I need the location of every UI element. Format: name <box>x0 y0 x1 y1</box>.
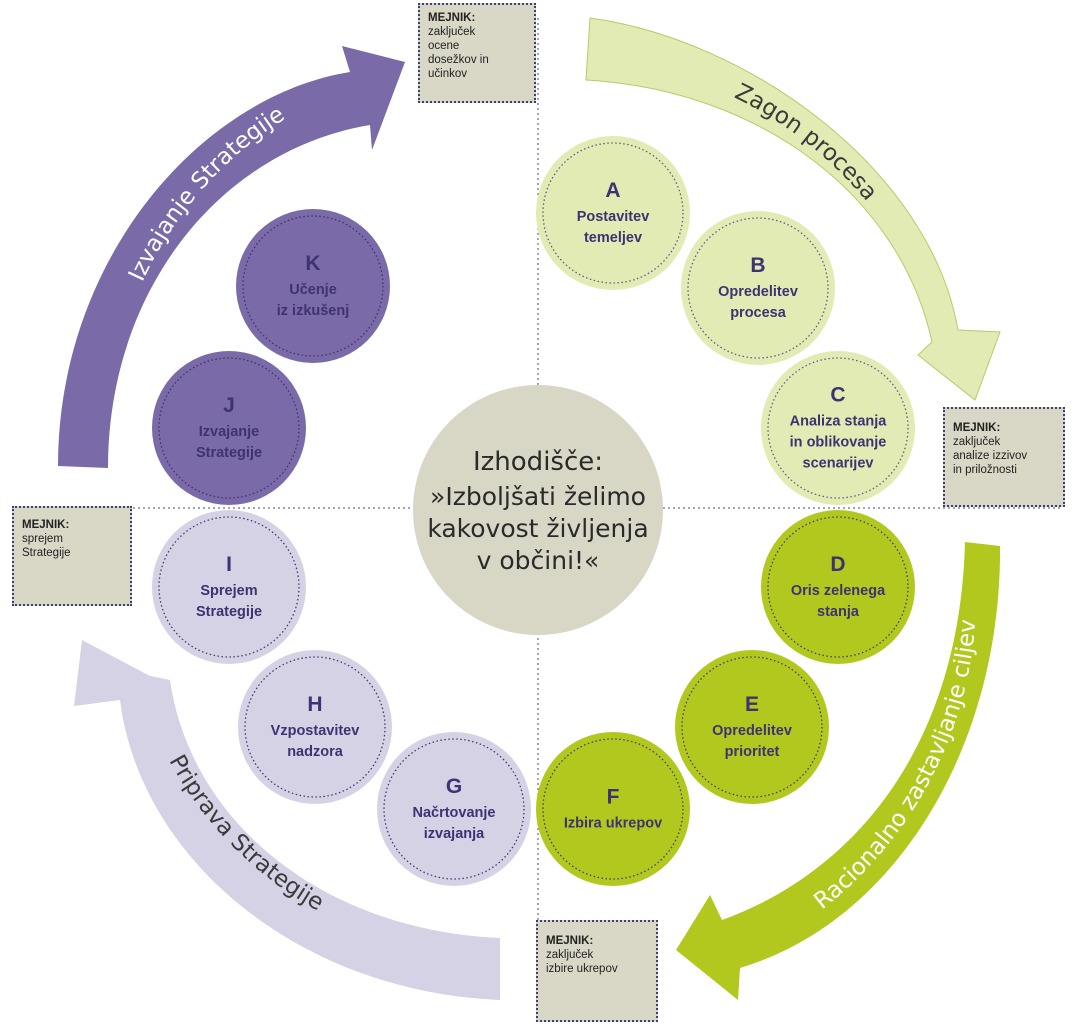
step-k-dotted-ring <box>242 215 384 357</box>
milestone-left-title: MEJNIK: <box>22 519 70 531</box>
step-c-label-2: in oblikovanje <box>790 435 887 451</box>
step-f-dotted-ring <box>542 738 684 880</box>
step-a: A Postavitev temeljev <box>536 136 690 290</box>
step-j-label-1: Izvajanje <box>199 424 259 440</box>
step-g: G Načrtovanje izvajanja <box>377 732 531 886</box>
step-e-dotted-ring <box>681 656 823 798</box>
milestone-right-title: MEJNIK: <box>953 422 1001 434</box>
step-j-circle <box>152 351 306 505</box>
step-d: D Oris zelenega stanja <box>761 510 915 664</box>
milestone-bottom-line-1: zaključek <box>546 949 594 961</box>
step-b-dotted-ring <box>687 217 829 359</box>
step-a-circle <box>536 136 690 290</box>
step-c: C Analiza stanja in oblikovanje scenarijev <box>761 351 915 505</box>
milestone-right-line-2: analize izzivov <box>953 450 1028 462</box>
step-a-label-1: Postavitev <box>577 209 650 225</box>
step-k-circle <box>236 209 390 363</box>
step-c-circle <box>761 351 915 505</box>
milestone-top-title: MEJNIK: <box>428 12 476 24</box>
step-k-label-1: Učenje <box>289 282 337 298</box>
step-h: H Vzpostavitev nadzora <box>238 650 392 804</box>
step-i-letter: I <box>226 553 232 576</box>
step-h-label-1: Vzpostavitev <box>271 723 360 739</box>
milestone-left-line-1: sprejem <box>22 533 63 545</box>
step-e-label-1: Opredelitev <box>712 723 792 739</box>
milestone-right-line-1: zaključek <box>953 436 1001 448</box>
step-k: K Učenje iz izkušenj <box>236 209 390 363</box>
step-d-label-2: stanja <box>817 604 860 620</box>
step-e-circle <box>675 650 829 804</box>
step-h-circle <box>238 650 392 804</box>
milestone-right-line-3: in priložnosti <box>953 464 1017 476</box>
step-i-label-1: Sprejem <box>200 583 257 599</box>
milestone-bottom: MEJNIK: zaključek izbire ukrepov <box>536 920 658 1022</box>
milestone-top-line-4: učinkov <box>428 68 467 80</box>
step-c-dotted-ring <box>767 357 909 499</box>
center-circle <box>413 385 663 635</box>
step-d-dotted-ring <box>767 516 909 658</box>
step-j-dotted-ring <box>158 357 300 499</box>
step-e: E Opredelitev prioritet <box>675 650 829 804</box>
step-g-dotted-ring <box>383 738 525 880</box>
step-f-circle <box>536 732 690 886</box>
step-b-label-2: procesa <box>730 305 787 321</box>
step-d-circle <box>761 510 915 664</box>
step-h-dotted-ring <box>244 656 386 798</box>
step-e-label-2: prioritet <box>725 744 780 760</box>
milestone-top-line-3: dosežkov in <box>428 54 489 66</box>
step-k-label-2: iz izkušenj <box>277 303 350 319</box>
step-k-letter: K <box>305 252 320 275</box>
step-c-label-1: Analiza stanja <box>790 414 888 430</box>
step-e-letter: E <box>745 693 759 716</box>
milestone-top-line-2: ocene <box>428 40 460 52</box>
step-h-letter: H <box>307 693 322 716</box>
step-a-letter: A <box>605 179 620 202</box>
step-a-dotted-ring <box>542 142 684 284</box>
step-g-circle <box>377 732 531 886</box>
step-g-letter: G <box>446 775 462 798</box>
step-i-circle <box>152 510 306 664</box>
step-d-label-1: Oris zelenega <box>791 583 886 599</box>
center-line-2: kakovost življenja <box>427 514 648 543</box>
step-b-letter: B <box>750 254 765 277</box>
milestone-bottom-line-2: izbire ukrepov <box>546 963 618 975</box>
milestone-bottom-title: MEJNIK: <box>546 935 594 947</box>
phase-arrow-priprava <box>74 640 500 1000</box>
steps-layer: APostavitevtemeljevBOpredelitevprocesaCA… <box>152 136 915 886</box>
step-b: B Opredelitev procesa <box>681 211 835 365</box>
milestone-right: MEJNIK: zaključek analize izzivov in pri… <box>943 407 1065 507</box>
milestone-left: MEJNIK: sprejem Strategije <box>12 506 132 606</box>
step-i-dotted-ring <box>158 516 300 658</box>
step-j-letter: J <box>223 394 235 417</box>
step-b-label-1: Opredelitev <box>718 284 798 300</box>
step-c-label-3: scenarijev <box>803 456 874 472</box>
step-f-label-1: Izbira ukrepov <box>564 816 662 832</box>
center-line-3: v občini!« <box>477 546 600 575</box>
step-d-letter: D <box>830 553 845 576</box>
milestone-top: MEJNIK: zaključek ocene dosežkov in učin… <box>418 3 536 103</box>
step-f-letter: F <box>607 786 620 809</box>
step-i-label-2: Strategije <box>196 604 262 620</box>
milestone-left-line-2: Strategije <box>22 547 71 559</box>
step-j-label-2: Strategije <box>196 445 262 461</box>
milestone-top-line-1: zaključek <box>428 26 476 38</box>
phase-label-zagon: Zagon procesa <box>731 79 882 206</box>
phase-arrow-racionalno <box>676 542 1001 1000</box>
step-b-circle <box>681 211 835 365</box>
step-f: F Izbira ukrepov <box>536 732 690 886</box>
phase-arrow-izvajanje <box>58 46 405 468</box>
step-h-label-2: nadzora <box>287 744 344 760</box>
center-line-1: »Izboljšati želimo <box>430 482 646 511</box>
step-a-label-2: temeljev <box>584 230 642 246</box>
center-title: Izhodišče: <box>473 447 603 477</box>
step-c-letter: C <box>830 384 845 407</box>
step-g-label-1: Načrtovanje <box>412 805 495 821</box>
phase-arrow-zagon <box>585 17 1001 401</box>
step-g-label-2: izvajanja <box>424 826 485 842</box>
